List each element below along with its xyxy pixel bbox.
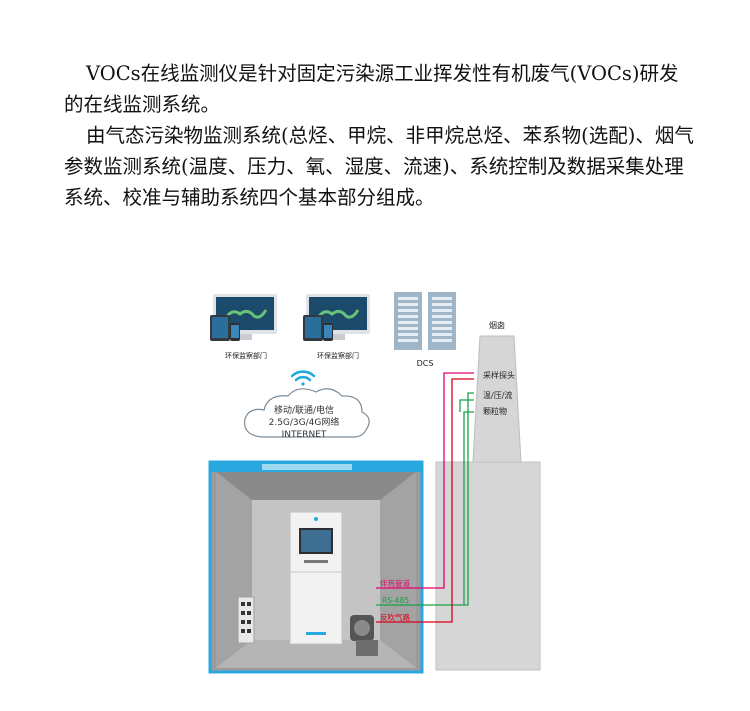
cabinet-slot: [304, 560, 328, 563]
dcs-label: DCS: [417, 359, 434, 368]
monitor-left-label: 环保监察部门: [225, 351, 267, 360]
phone-screen: [324, 325, 332, 338]
monitor-group-right: 环保监察部门: [303, 294, 370, 360]
map-shape: [316, 309, 360, 319]
monitor-right-label: 环保监察部门: [317, 351, 359, 360]
cabinet-logo: [314, 517, 318, 521]
phone-screen: [231, 325, 239, 338]
tablet-screen: [212, 317, 228, 338]
cloud-shape: [244, 388, 370, 438]
blowback-line: [376, 378, 474, 623]
monitor-stand: [331, 334, 345, 340]
dcs-servers: DCS: [394, 292, 456, 368]
rs485-label: RS-485: [382, 596, 409, 605]
analyzer-cabinet: [289, 511, 343, 645]
compressor-base: [356, 640, 378, 656]
cloud-line3: INTERNET: [282, 430, 327, 440]
probe3-line: [463, 411, 474, 605]
cloud-line2: 2.5G/3G/4G网络: [269, 416, 340, 428]
chimney-base: [435, 461, 541, 671]
heat-pipe-line: [376, 372, 474, 589]
monitor-group-left: 环保监察部门: [210, 294, 277, 360]
room-ceiling: [216, 472, 416, 500]
probe-label-temp-press-flow: 温/压/流: [483, 390, 512, 400]
map-shape: [224, 309, 268, 319]
chimney-label: 烟囱: [489, 320, 505, 330]
room-right-wall: [380, 472, 416, 668]
cabinet-body: [289, 511, 343, 645]
cabinet-brand-strip: [306, 632, 326, 635]
banner-logo-strip: [262, 464, 352, 470]
heat-pipe-label: 伴热管道: [380, 578, 410, 588]
composition-paragraph: 由气态污染物监测系统(总烃、甲烷、非甲烷总烃、苯系物(选配)、烟气参数监测系统(…: [64, 124, 694, 209]
tablet-screen: [305, 317, 321, 338]
cloud-line1: 移动/联通/电信: [274, 404, 334, 416]
gas-panel: [237, 596, 255, 644]
probe-label-sampling: 采样探头: [483, 370, 515, 380]
intro-paragraph: VOCs在线监测仪是针对固定污染源工业挥发性有机废气(VOCs)研发的在线监测系…: [64, 62, 679, 116]
probe-label-particulate: 颗粒物: [483, 406, 507, 416]
compressor-wheel: [354, 620, 370, 636]
wifi-icon: [290, 370, 316, 386]
rs485-line: [376, 392, 474, 606]
monitor-stand: [238, 334, 252, 340]
air-compressor: [350, 615, 378, 656]
screen-display: [301, 530, 331, 552]
probe2-line: [459, 399, 474, 412]
blowback-label: 反吹气路: [380, 612, 410, 622]
